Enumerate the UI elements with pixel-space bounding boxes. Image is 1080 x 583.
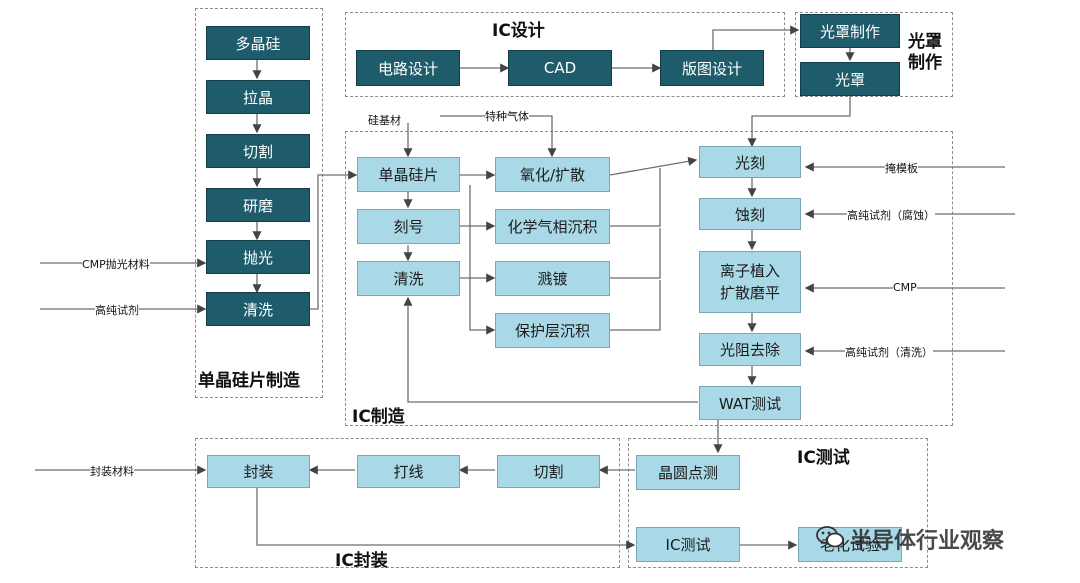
step-wafer-probe: 晶圆点测	[636, 455, 740, 490]
step-sputtering: 溅镀	[495, 261, 610, 296]
step-oxidation-diffusion: 氧化/扩散	[495, 157, 610, 192]
step-ion-implant-cmp: 离子植入 扩散磨平	[699, 251, 801, 313]
step-cleaning: 清洗	[357, 261, 460, 296]
title-ic-packaging: IC封装	[335, 551, 388, 571]
step-crystal-pulling: 拉晶	[206, 80, 310, 114]
region-ic-manufacturing	[345, 131, 953, 426]
watermark-text: 半导体行业观察	[850, 529, 1005, 554]
title-ic-testing: IC测试	[797, 448, 850, 468]
step-polishing: 抛光	[206, 240, 310, 274]
step-packaging: 封装	[207, 455, 310, 488]
input-hp-reagent-wafer: 高纯试剂	[95, 302, 139, 318]
wechat-icon	[816, 526, 844, 548]
input-cmp: CMP	[893, 281, 917, 294]
title-wafer: 单晶硅片制造	[198, 371, 300, 391]
step-cvd: 化学气相沉积	[495, 209, 610, 244]
step-ic-test: IC测试	[636, 527, 740, 562]
input-hp-reagent-etch: 高纯试剂（腐蚀）	[847, 207, 935, 223]
region-mask	[795, 12, 953, 97]
step-wafer-cleaning: 清洗	[206, 292, 310, 326]
input-cmp-polish-material: CMP抛光材料	[82, 256, 150, 272]
region-ic-design	[345, 12, 785, 97]
step-mask-making: 光罩制作	[800, 14, 900, 48]
input-substrate: 硅基材	[368, 112, 401, 128]
step-slicing: 切割	[206, 134, 310, 168]
input-hp-reagent-clean: 高纯试剂（清洗）	[845, 344, 933, 360]
step-cad: CAD	[508, 50, 612, 86]
title-ic-manufacturing: IC制造	[352, 407, 405, 427]
step-passivation: 保护层沉积	[495, 313, 610, 348]
step-grinding: 研磨	[206, 188, 310, 222]
step-single-crystal-wafer: 单晶硅片	[357, 157, 460, 192]
title-mask: 光罩制作	[908, 32, 942, 73]
step-polysilicon: 多晶硅	[206, 26, 310, 60]
region-ic-packaging	[195, 438, 620, 568]
region-wafer	[195, 8, 323, 398]
input-special-gas: 特种气体	[485, 108, 529, 124]
region-ic-testing	[628, 438, 928, 568]
input-mask-plate: 掩模板	[885, 160, 918, 176]
step-wire-bonding: 打线	[357, 455, 460, 488]
input-packaging-material: 封装材料	[90, 463, 134, 479]
step-wat-test: WAT测试	[699, 386, 801, 420]
step-photoresist-removal: 光阻去除	[699, 333, 801, 366]
step-dicing: 切割	[497, 455, 600, 488]
step-marking: 刻号	[357, 209, 460, 244]
step-layout-design: 版图设计	[660, 50, 764, 86]
step-lithography: 光刻	[699, 146, 801, 178]
step-mask: 光罩	[800, 62, 900, 96]
step-etching: 蚀刻	[699, 198, 801, 230]
title-ic-design: IC设计	[492, 21, 545, 41]
step-circuit-design: 电路设计	[356, 50, 460, 86]
